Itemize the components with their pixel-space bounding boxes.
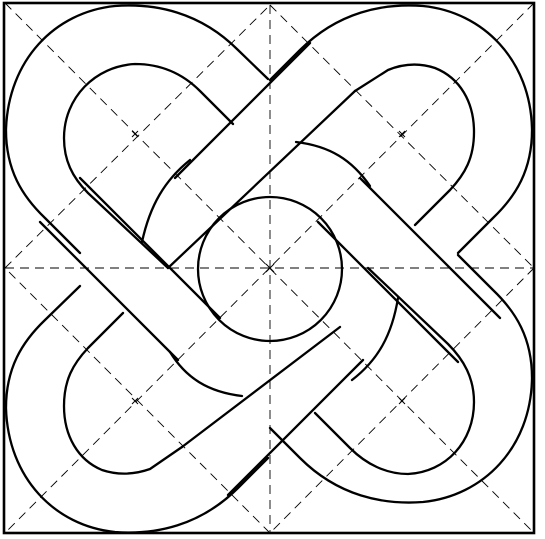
strap-c-lower-edge [226, 358, 365, 497]
upper-left-center-mark [131, 130, 139, 138]
middle-center-mark [265, 263, 275, 273]
strap-a-lower-edge [166, 89, 357, 270]
upper-left-lobe-inner-edge [62, 62, 235, 270]
strap-b-right-edge [358, 176, 502, 320]
strap-a-upper-edge [173, 41, 312, 180]
lower-right-center-mark [398, 397, 406, 405]
upper-right-lobe-outer-edge [268, 4, 534, 255]
knot-band [4, 4, 534, 534]
lower-right-lobe-outer-edge [268, 253, 534, 504]
lower-turn-curve [350, 296, 400, 382]
strap-b-left-edge [316, 220, 460, 364]
outer-frame [2, 1, 536, 535]
lower-left-diamond-guide [4, 267, 271, 534]
strap-d-left-edge [38, 220, 180, 362]
anti-diagonal-guide [4, 2, 535, 534]
central-ring [196, 195, 344, 343]
lower-left-center-mark [131, 397, 139, 405]
lower-left-lobe-outer-edge [4, 284, 270, 534]
lower-right-lobe-inner-edge [313, 266, 476, 476]
left-turn-curve [168, 350, 244, 398]
center-marks [131, 130, 406, 405]
upper-right-center-mark [398, 130, 406, 138]
upper-left-lobe-outer-edge [4, 4, 270, 255]
upper-turn-curve [140, 158, 192, 244]
lower-left-lobe-inner-edge [62, 311, 184, 475]
strap-c-upper-edge [180, 325, 342, 449]
upper-right-lobe-inner-edge [353, 63, 476, 227]
upper-right-diamond-guide [269, 4, 535, 269]
main-diagonal-guide [4, 2, 535, 534]
strap-d-right-edge [78, 176, 222, 320]
right-turn-curve [294, 140, 372, 188]
